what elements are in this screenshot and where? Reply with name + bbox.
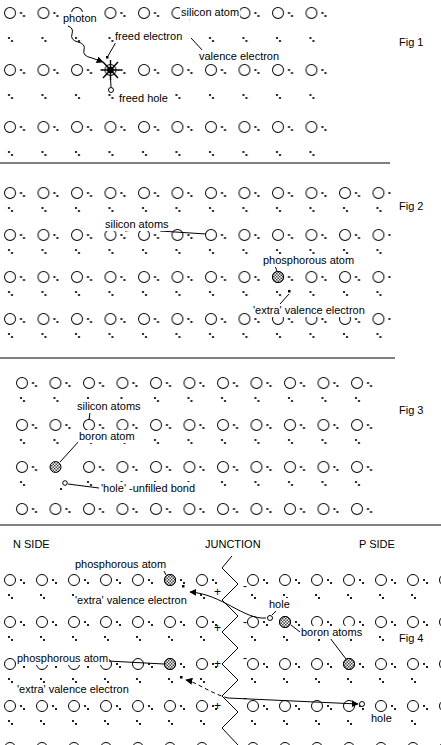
extra-electron — [182, 585, 185, 588]
leader-line — [108, 42, 116, 56]
callout-label: freed hole — [118, 92, 169, 105]
photon-strike — [68, 14, 204, 93]
leader-line — [60, 440, 80, 462]
freed-hole — [109, 88, 114, 93]
callout-label: hole — [268, 598, 291, 611]
callout-label: boron atoms — [300, 626, 363, 639]
figure-number: Fig 3 — [398, 404, 424, 417]
charge-sign: - — [242, 616, 248, 629]
p-side-lattice — [246, 573, 441, 745]
leader-line — [330, 638, 346, 659]
freed-electron-burst — [101, 60, 121, 80]
figure-number: Fig 2 — [398, 200, 424, 213]
leader-line — [160, 231, 206, 234]
phosphorus-atom — [273, 272, 284, 283]
boron-atom — [344, 659, 355, 670]
hole-flow-arrow — [228, 698, 358, 704]
silicon-lattice — [15, 376, 384, 520]
hole — [63, 481, 68, 486]
figure-number: Fig 4 — [398, 632, 424, 645]
n-side-lattice — [3, 573, 219, 745]
burst-center — [108, 67, 114, 73]
callout-label: valence electron — [198, 50, 280, 63]
charge-sign: - — [242, 692, 248, 705]
callout-label: photon — [62, 12, 98, 25]
figure-number: Fig 1 — [398, 36, 424, 49]
callout-label: phosphorous atom — [16, 652, 109, 665]
leader-line — [272, 611, 276, 615]
charge-sign: + — [213, 586, 222, 599]
side-heading: N SIDE — [12, 538, 51, 551]
charge-sign: + — [213, 700, 222, 713]
phosphorus-atom — [165, 575, 176, 586]
leader-line — [291, 625, 300, 632]
separator-line — [0, 525, 441, 526]
callout-label: phosphorous atom — [262, 254, 355, 267]
separator-line — [0, 358, 395, 359]
leader-line — [110, 78, 112, 87]
callout-label: silicon atom — [180, 6, 240, 19]
side-heading: P SIDE — [358, 538, 396, 551]
junction-line — [222, 556, 238, 745]
callout-label: 'extra' valence electron — [16, 683, 130, 696]
charge-sign: - — [242, 580, 248, 593]
charge-sign: + — [213, 622, 222, 635]
charge-sign: + — [213, 658, 222, 671]
extra-electron — [180, 676, 183, 679]
callout-label: freed electron — [114, 30, 183, 43]
side-heading: JUNCTION — [204, 538, 262, 551]
callout-label: 'hole' -unfilled bond — [100, 482, 196, 495]
charge-sign: - — [242, 652, 248, 665]
silicon-lattice — [3, 6, 338, 158]
leader-line — [68, 484, 99, 488]
callout-label: hole — [370, 712, 393, 725]
hole — [268, 616, 273, 621]
callout-label: silicon atoms — [76, 400, 142, 413]
electron-flow-arrow — [186, 680, 228, 698]
callout-label: phosphorous atom — [74, 558, 167, 571]
separator-line — [0, 163, 390, 164]
valence-electron — [60, 488, 62, 490]
phosphorus-atom — [165, 659, 176, 670]
boron-atom — [50, 462, 61, 473]
callout-label: 'extra' valence electron — [252, 304, 366, 317]
extra-electron — [288, 290, 291, 293]
silicon-lattice — [3, 186, 391, 354]
hole — [360, 702, 365, 707]
callout-label: 'extra' valence electron — [74, 594, 188, 607]
leader-line — [280, 294, 289, 304]
callout-label: silicon atoms — [104, 218, 170, 231]
callout-label: boron atom — [78, 430, 136, 443]
boron-atom — [280, 617, 291, 628]
photon-wave — [68, 26, 103, 62]
boron-dopant — [46, 412, 99, 490]
electron-flow-arrow — [190, 592, 266, 618]
leader-line — [89, 412, 90, 420]
freed-electron — [106, 56, 109, 59]
